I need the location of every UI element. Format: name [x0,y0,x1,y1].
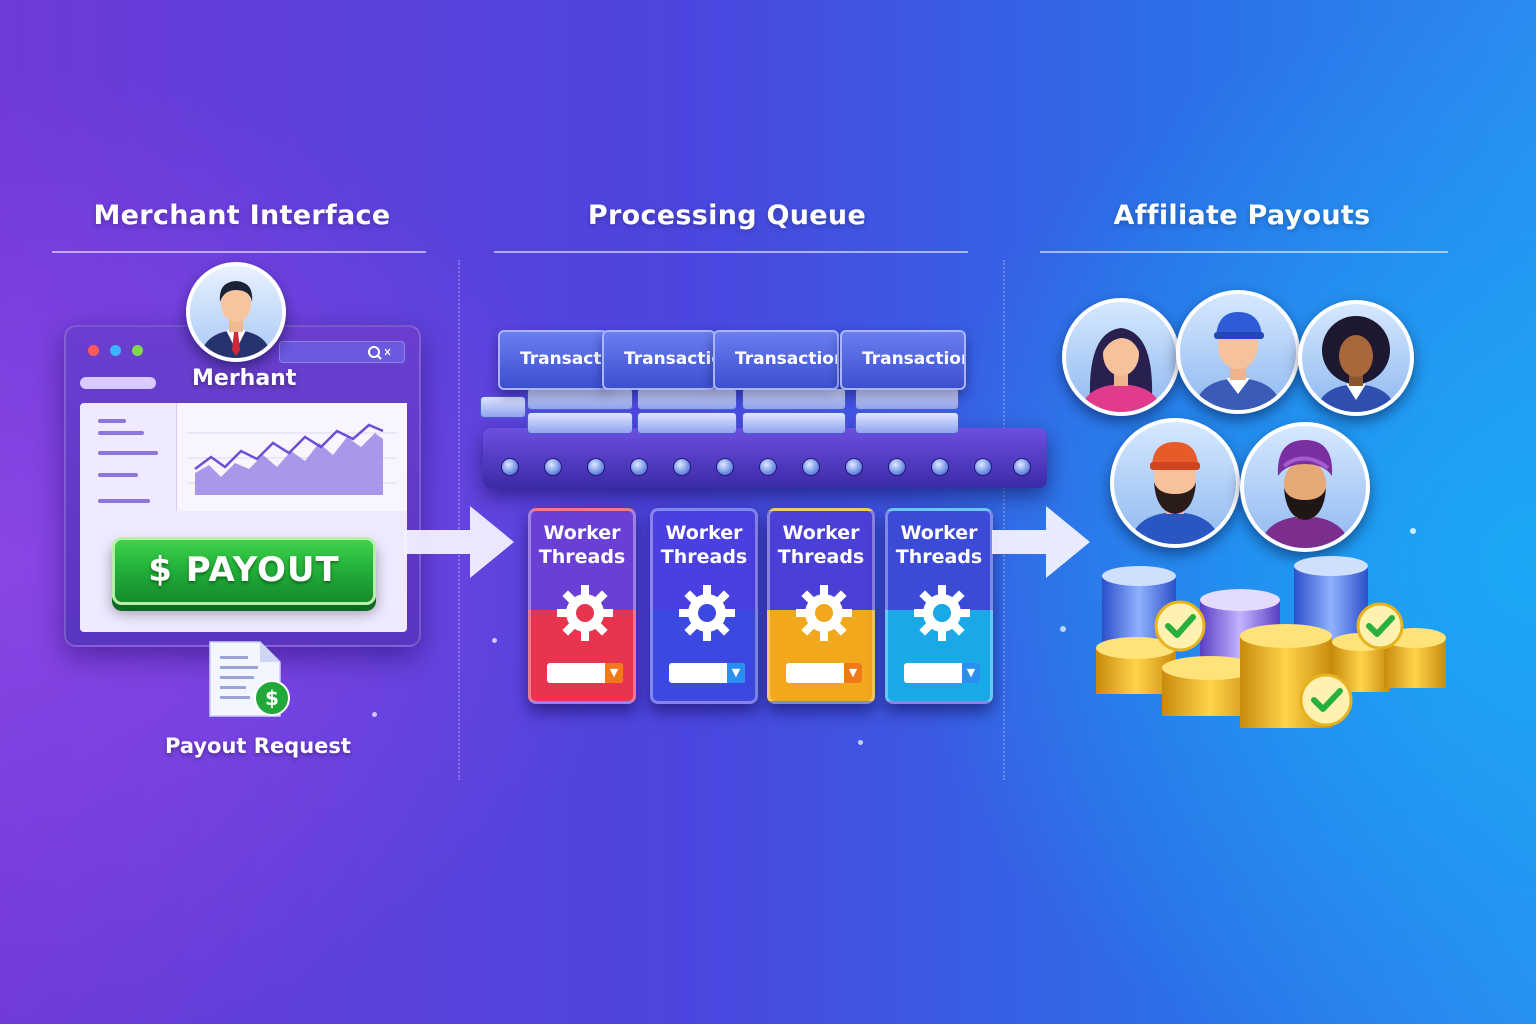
sparkle [372,712,377,717]
section-title-queue: Processing Queue [587,200,867,231]
check-icon [1154,600,1404,727]
conveyor-roller [802,458,820,476]
gold-coin-stack [1096,624,1446,728]
queue-item-stack [742,388,846,410]
businessman-icon [200,281,272,358]
transaction-card-1: Transaction [498,330,608,390]
worker-status-dropdown[interactable]: ▼ [669,663,745,683]
transaction-card-3: Transaction [713,330,839,390]
queue-item-stack [527,388,633,410]
text-line [98,419,126,423]
conveyor-roller [544,458,562,476]
queue-item-stack [637,388,737,410]
conveyor-roller [673,458,691,476]
chevron-down-icon: ▼ [727,663,745,683]
affiliate-avatar-2 [1176,290,1300,414]
mini-chart [176,403,407,511]
affiliate-avatar-1 [1062,298,1180,416]
column-separator-1 [458,260,460,780]
conveyor-roller [716,458,734,476]
column-separator-2 [1003,260,1005,780]
worker-label: Worker Threads [895,522,983,568]
worker-label: Worker Threads [777,522,865,568]
worker-label: Worker Threads [538,522,626,568]
merchant-window: $ PAYOUT [64,325,421,647]
conveyor-roller [759,458,777,476]
conveyor-roller [845,458,863,476]
merchant-name-label: Merhant [192,366,297,391]
divider-merchant [52,251,426,253]
gear-icon [557,585,613,641]
conveyor-roller [974,458,992,476]
window-maximize-dot[interactable] [132,345,143,356]
conveyor-roller [1013,458,1031,476]
conveyor-roller [931,458,949,476]
transaction-card-4: Transaction [840,330,966,390]
gear-icon [679,585,735,641]
worker-thread-2: Worker Threads ▼ [650,508,758,704]
coin-stacks [1096,556,1446,728]
payout-request-document: $ [208,640,290,720]
window-close-dot[interactable] [88,345,99,356]
text-line [98,431,144,435]
worker-label: Worker Threads [660,522,748,568]
divider-payouts [1040,251,1448,253]
section-title-merchant: Merchant Interface [93,200,391,231]
queue-conveyor [483,428,1047,488]
text-line [98,499,150,503]
dashboard-panel: $ PAYOUT [80,403,407,632]
search-icon [368,346,391,360]
queue-item-stack [637,412,737,434]
worker-thread-1: Worker Threads ▼ [528,508,636,704]
payout-button[interactable]: $ PAYOUT [112,537,376,605]
sparkle [1410,528,1416,534]
woman-curly-avatar-icon [1316,316,1396,412]
text-line [98,451,158,455]
divider-queue [494,251,968,253]
conveyor-roller [501,458,519,476]
man-cap-avatar-icon [1194,312,1282,410]
gear-icon [796,585,852,641]
chevron-down-icon: ▼ [844,663,862,683]
chevron-down-icon: ▼ [605,663,623,683]
window-minimize-dot[interactable] [110,345,121,356]
worker-thread-4: Worker Threads ▼ [885,508,993,704]
conveyor-roller [587,458,605,476]
queue-item-stack [742,412,846,434]
sparkle [858,740,863,745]
arrow-right-icon [992,506,1090,578]
gear-icon [914,585,970,641]
queue-item-stack [855,412,959,434]
window-menu-bar [80,377,156,389]
queue-item-stack [527,412,633,434]
arrow-right-icon [404,506,514,578]
worker-status-dropdown[interactable]: ▼ [547,663,623,683]
queue-item-stack [855,388,959,410]
bearded-man-avatar-icon [1130,442,1220,544]
chevron-down-icon: ▼ [962,663,980,683]
affiliate-avatar-3 [1298,300,1414,416]
chart-graphic [187,423,397,495]
affiliate-avatar-4 [1110,418,1240,548]
section-title-payouts: Affiliate Payouts [1113,200,1371,231]
sparkle [492,638,497,643]
conveyor-roller [630,458,648,476]
text-line [98,473,138,477]
worker-status-dropdown[interactable]: ▼ [904,663,980,683]
window-search-bar[interactable] [279,341,405,363]
transaction-card-2: Transaction [602,330,716,390]
conveyor-roller [888,458,906,476]
woman-avatar-icon [1080,328,1162,412]
sparkle [1060,626,1066,632]
payout-request-label: Payout Request [165,734,351,758]
turban-man-avatar-icon [1260,440,1350,548]
merchant-avatar [186,262,286,362]
dollar-badge-icon: $ [254,680,290,716]
worker-status-dropdown[interactable]: ▼ [786,663,862,683]
affiliate-avatar-5 [1240,422,1370,552]
worker-thread-3: Worker Threads ▼ [767,508,875,704]
queue-item-stack [480,396,526,418]
